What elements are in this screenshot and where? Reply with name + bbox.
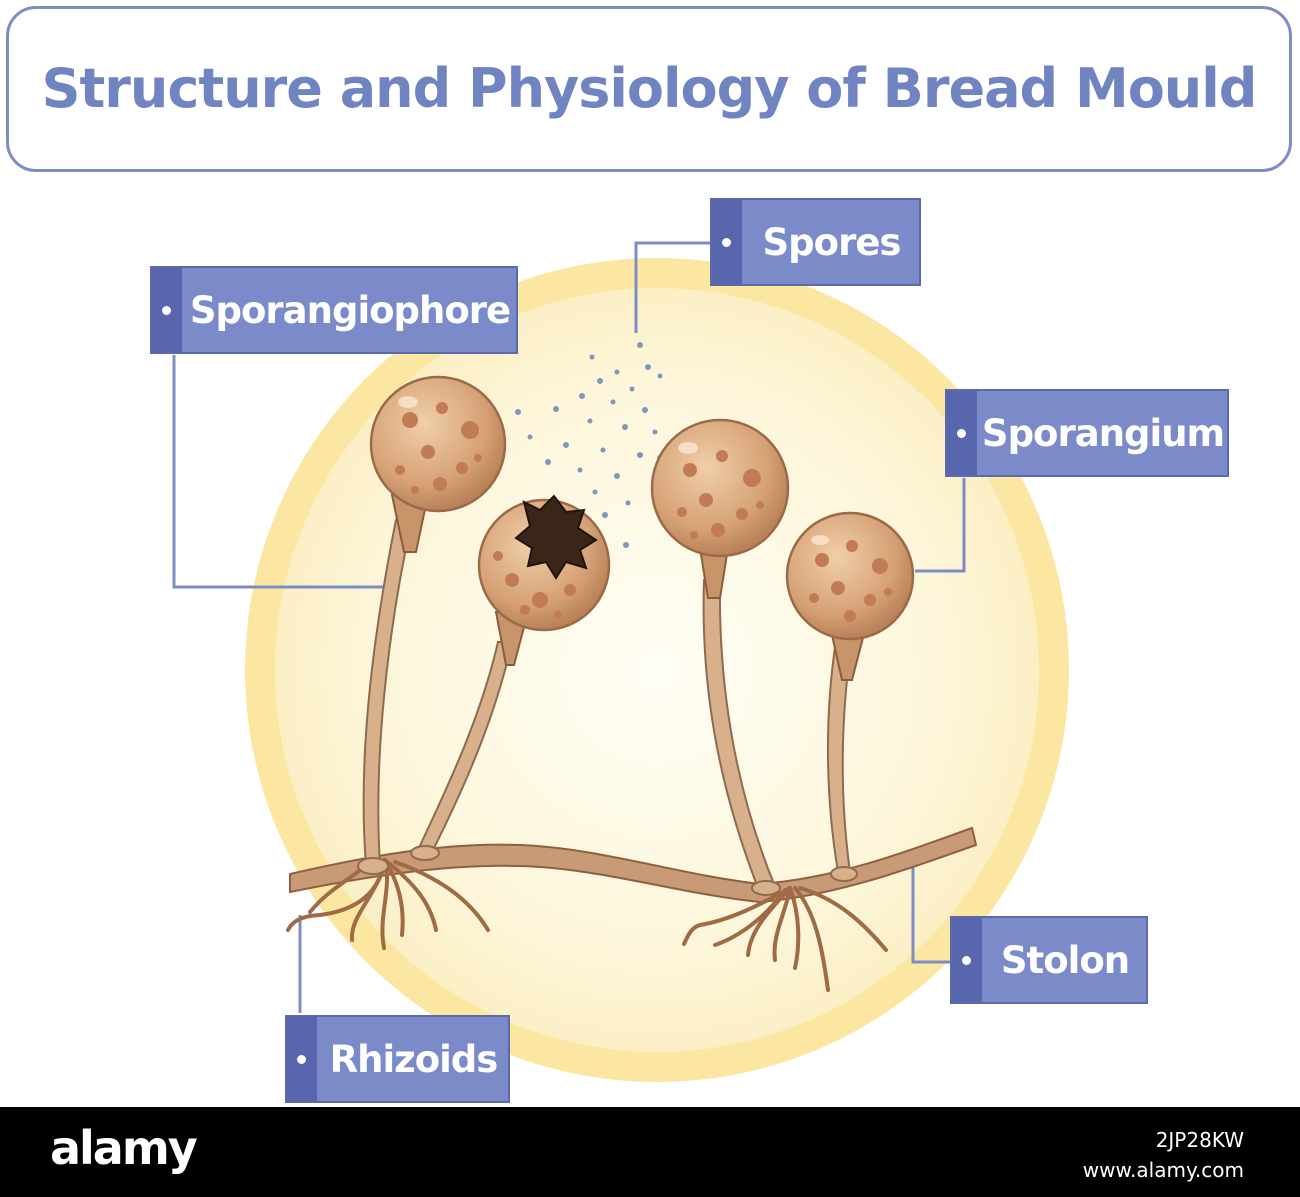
label-text-sporangiophore: Sporangiophore [189, 288, 511, 332]
sporangium-1 [369, 375, 507, 513]
watermark-footer: alamy 2JP28KW www.alamy.com [0, 1107, 1300, 1197]
image-id: 2JP28KW [1155, 1128, 1244, 1152]
alamy-logo: alamy [50, 1121, 198, 1175]
bullet-dot [957, 429, 966, 438]
title-box: Structure and Physiology of Bread Mould [6, 6, 1292, 172]
leader-line-stolon [911, 858, 952, 964]
spore-cloud [515, 342, 663, 548]
leader-line-spores [634, 241, 712, 333]
bullet-dot [162, 306, 171, 315]
bullet-dot [297, 1055, 306, 1064]
label-rhizoids: Rhizoids [285, 1015, 510, 1103]
label-sporangium: Sporangium [945, 389, 1229, 477]
stolon [289, 826, 978, 904]
label-text-spores: Spores [762, 220, 902, 264]
rhizoids-right [682, 886, 888, 992]
label-text-sporangium: Sporangium [981, 411, 1225, 455]
leader-line-sporangiophore [172, 355, 385, 589]
bullet-dot [722, 238, 731, 247]
footer-meta: 2JP28KW www.alamy.com [1083, 1125, 1244, 1185]
label-text-rhizoids: Rhizoids [329, 1037, 499, 1081]
page-title: Structure and Physiology of Bread Mould [41, 57, 1258, 120]
sporangium-2-burst [477, 494, 611, 632]
leader-line-sporangium [915, 478, 966, 573]
sporangium-4 [785, 511, 915, 641]
bread-mould-illustration [172, 241, 1069, 1082]
label-spores: Spores [710, 198, 921, 286]
label-sporangiophore: Sporangiophore [150, 266, 518, 354]
label-stolon: Stolon [950, 916, 1148, 1004]
site-url: www.alamy.com [1082, 1158, 1244, 1182]
bullet-dot [962, 956, 971, 965]
label-text-stolon: Stolon [1000, 938, 1130, 982]
sporangium-3 [650, 418, 790, 558]
